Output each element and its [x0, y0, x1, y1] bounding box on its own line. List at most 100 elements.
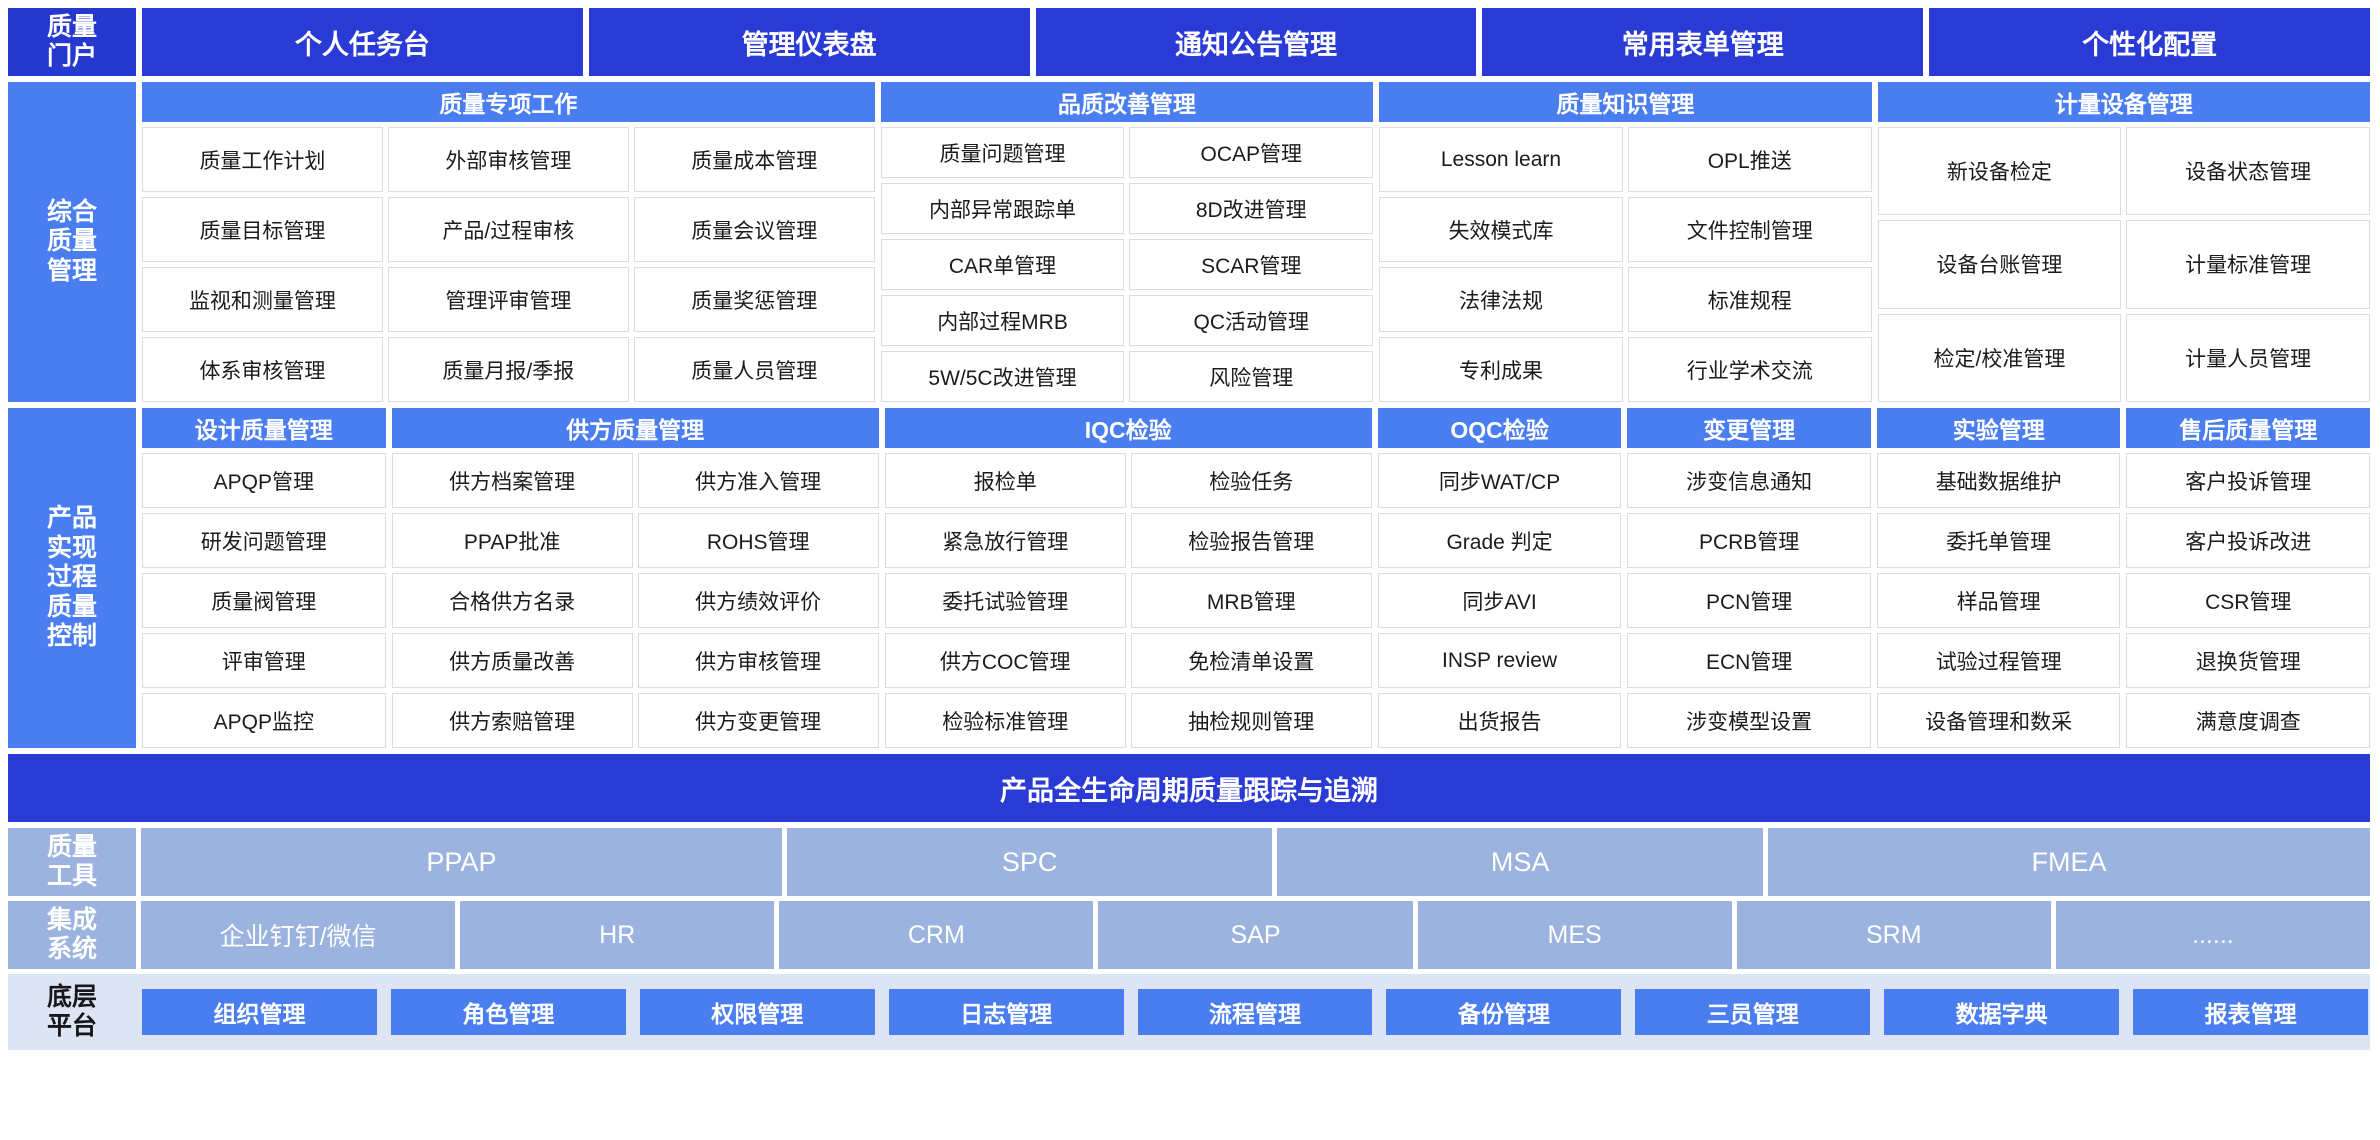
- module-cell-5w-5c[interactable]: 5W/5C改进管理: [880, 351, 1125, 402]
- module-cell-item[interactable]: 专利成果: [1379, 337, 1623, 402]
- module-cell-item[interactable]: 设备状态管理: [2126, 127, 2371, 216]
- module-cell-item[interactable]: 设备管理和数采: [1876, 693, 2121, 748]
- integration-item-sap[interactable]: SAP: [1098, 901, 1413, 969]
- module-cell-item[interactable]: 体系审核管理: [142, 337, 383, 402]
- module-cell-item[interactable]: 涉变信息通知: [1627, 453, 1871, 508]
- platform-item-item[interactable]: 日志管理: [888, 989, 1124, 1035]
- module-cell-item[interactable]: 质量工作计划: [142, 127, 383, 192]
- module-cell-item[interactable]: 检验任务: [1130, 453, 1372, 508]
- integration-item-hr[interactable]: HR: [460, 901, 775, 969]
- module-cell-item[interactable]: 客户投诉管理: [2126, 453, 2371, 508]
- module-group-title[interactable]: OQC检验: [1377, 408, 1622, 448]
- module-cell-item[interactable]: 检验报告管理: [1130, 513, 1372, 568]
- module-cell-item[interactable]: 基础数据维护: [1876, 453, 2121, 508]
- integration-item-crm[interactable]: CRM: [779, 901, 1094, 969]
- module-cell-item[interactable]: 行业学术交流: [1627, 337, 1872, 402]
- module-cell-item[interactable]: 监视和测量管理: [142, 267, 383, 332]
- module-cell-item[interactable]: 质量奖惩管理: [633, 267, 875, 332]
- module-cell-item[interactable]: 失效模式库: [1379, 197, 1623, 262]
- module-cell-csr[interactable]: CSR管理: [2126, 573, 2371, 628]
- module-group-title[interactable]: IQC检验: [884, 408, 1372, 448]
- tools-item-msa[interactable]: MSA: [1277, 828, 1763, 896]
- module-cell-ocap[interactable]: OCAP管理: [1129, 127, 1374, 178]
- module-cell-item[interactable]: 研发问题管理: [142, 513, 386, 568]
- module-cell-item[interactable]: 委托单管理: [1876, 513, 2121, 568]
- platform-item-item[interactable]: 报表管理: [2133, 989, 2369, 1035]
- module-cell-pcrb[interactable]: PCRB管理: [1627, 513, 1871, 568]
- tools-item-ppap[interactable]: PPAP: [141, 828, 782, 896]
- module-cell-item[interactable]: 风险管理: [1129, 351, 1374, 402]
- module-cell-item[interactable]: 供方准入管理: [637, 453, 879, 508]
- module-group-title[interactable]: 变更管理: [1627, 408, 1871, 448]
- module-cell-item[interactable]: 质量目标管理: [142, 197, 383, 262]
- integration-item-item[interactable]: 企业钉钉/微信: [141, 901, 456, 969]
- tools-item-fmea[interactable]: FMEA: [1767, 828, 2370, 896]
- module-cell-item[interactable]: 免检清单设置: [1130, 633, 1372, 688]
- module-group-title[interactable]: 售后质量管理: [2126, 408, 2371, 448]
- module-cell-item[interactable]: 出货报告: [1377, 693, 1622, 748]
- module-cell-item[interactable]: 质量月报/季报: [387, 337, 629, 402]
- module-cell-pcn[interactable]: PCN管理: [1627, 573, 1871, 628]
- module-cell-item[interactable]: 管理评审管理: [387, 267, 629, 332]
- integration-item-srm[interactable]: SRM: [1736, 901, 2051, 969]
- module-cell-item[interactable]: 质量会议管理: [633, 197, 875, 262]
- module-cell-wat-cp[interactable]: 同步WAT/CP: [1377, 453, 1622, 508]
- module-group-title[interactable]: 设计质量管理: [142, 408, 386, 448]
- tools-item-spc[interactable]: SPC: [786, 828, 1273, 896]
- portal-item-common-forms[interactable]: 常用表单管理: [1482, 8, 1924, 76]
- module-cell-item[interactable]: 质量人员管理: [633, 337, 875, 402]
- platform-item-item[interactable]: 角色管理: [390, 989, 626, 1035]
- platform-item-item[interactable]: 组织管理: [142, 989, 377, 1035]
- module-cell-apqp[interactable]: APQP管理: [142, 453, 386, 508]
- module-cell-item[interactable]: 检验标准管理: [884, 693, 1126, 748]
- module-cell-coc[interactable]: 供方COC管理: [884, 633, 1126, 688]
- platform-item-item[interactable]: 权限管理: [639, 989, 875, 1035]
- module-group-title[interactable]: 实验管理: [1876, 408, 2121, 448]
- portal-item-management-dashboard[interactable]: 管理仪表盘: [588, 8, 1030, 76]
- module-cell-item[interactable]: 涉变模型设置: [1627, 693, 1871, 748]
- module-group-title[interactable]: 质量专项工作: [142, 82, 875, 122]
- module-group-title[interactable]: 供方质量管理: [391, 408, 879, 448]
- module-cell-item[interactable]: 满意度调查: [2126, 693, 2371, 748]
- module-cell-item[interactable]: 供方变更管理: [637, 693, 879, 748]
- module-cell-item[interactable]: 质量阀管理: [142, 573, 386, 628]
- integration-item-item[interactable]: ......: [2055, 901, 2370, 969]
- module-cell-item[interactable]: 文件控制管理: [1627, 197, 1872, 262]
- module-cell-item[interactable]: 报检单: [884, 453, 1126, 508]
- module-cell-ecn[interactable]: ECN管理: [1627, 633, 1871, 688]
- module-cell-apqp[interactable]: APQP监控: [142, 693, 386, 748]
- module-cell-item[interactable]: 供方档案管理: [391, 453, 633, 508]
- module-cell-mrb[interactable]: 内部过程MRB: [880, 295, 1125, 346]
- module-group-title[interactable]: 品质改善管理: [880, 82, 1374, 122]
- module-cell-item[interactable]: 供方索赔管理: [391, 693, 633, 748]
- module-cell-item[interactable]: 评审管理: [142, 633, 386, 688]
- module-cell-item[interactable]: 设备台账管理: [1877, 220, 2122, 309]
- module-cell-item[interactable]: 检定/校准管理: [1877, 313, 2122, 402]
- module-cell-item[interactable]: 法律法规: [1379, 267, 1623, 332]
- module-cell-8d[interactable]: 8D改进管理: [1129, 183, 1374, 234]
- platform-item-item[interactable]: 数据字典: [1884, 989, 2120, 1035]
- module-cell-item[interactable]: 供方绩效评价: [637, 573, 879, 628]
- module-cell-item[interactable]: 计量标准管理: [2126, 220, 2371, 309]
- module-cell-item[interactable]: 客户投诉改进: [2126, 513, 2371, 568]
- integration-item-mes[interactable]: MES: [1417, 901, 1732, 969]
- portal-item-notice-announcement[interactable]: 通知公告管理: [1035, 8, 1477, 76]
- module-cell-opl[interactable]: OPL推送: [1627, 127, 1872, 192]
- platform-item-item[interactable]: 流程管理: [1137, 989, 1373, 1035]
- module-cell-ppap[interactable]: PPAP批准: [391, 513, 633, 568]
- module-cell-scar[interactable]: SCAR管理: [1129, 239, 1374, 290]
- module-cell-rohs[interactable]: ROHS管理: [637, 513, 879, 568]
- module-cell-item[interactable]: 样品管理: [1876, 573, 2121, 628]
- module-cell-avi[interactable]: 同步AVI: [1377, 573, 1622, 628]
- module-cell-item[interactable]: 标准规程: [1627, 267, 1872, 332]
- module-cell-item[interactable]: 供方审核管理: [637, 633, 879, 688]
- module-cell-item[interactable]: 质量成本管理: [633, 127, 875, 192]
- module-cell-item[interactable]: 试验过程管理: [1876, 633, 2121, 688]
- module-cell-item[interactable]: 委托试验管理: [884, 573, 1126, 628]
- module-cell-item[interactable]: 合格供方名录: [391, 573, 633, 628]
- module-cell-insp-review[interactable]: INSP review: [1377, 633, 1622, 688]
- module-cell-item[interactable]: 内部异常跟踪单: [880, 183, 1125, 234]
- module-cell-item[interactable]: 抽检规则管理: [1130, 693, 1372, 748]
- module-group-title[interactable]: 计量设备管理: [1877, 82, 2371, 122]
- module-cell-item[interactable]: 退换货管理: [2126, 633, 2371, 688]
